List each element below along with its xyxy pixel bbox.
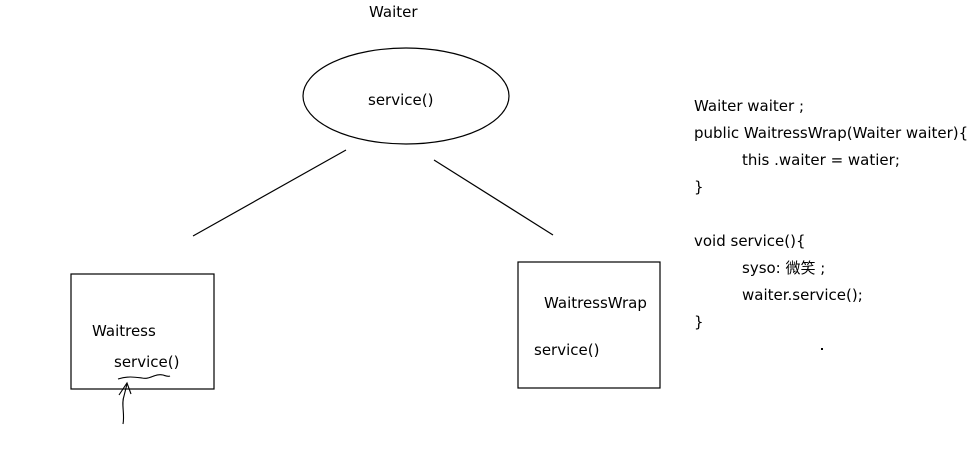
- waiter-title: Waiter: [369, 3, 418, 21]
- pointer-arrow-icon: [122, 383, 128, 425]
- waiter-ellipse: [302, 47, 510, 145]
- stray-dot: [821, 348, 823, 350]
- code-line: }: [694, 313, 704, 331]
- code-line: this .waiter = watier;: [742, 151, 900, 169]
- waitresswrap-method: service(): [534, 341, 600, 359]
- code-line: Waiter waiter ;: [694, 97, 805, 115]
- waitress-box: [70, 273, 215, 390]
- code-line: syso: 微笑 ;: [742, 259, 826, 277]
- code-line: }: [694, 178, 704, 196]
- waitress-title: Waitress: [92, 322, 156, 340]
- code-line: waiter.service();: [742, 286, 863, 304]
- code-line: void service(){: [694, 232, 806, 250]
- connector-left: [192, 149, 347, 237]
- waitresswrap-title: WaitressWrap: [544, 294, 647, 312]
- squiggle-underline: [117, 374, 171, 380]
- waiter-method: service(): [368, 91, 434, 109]
- connector-right: [433, 159, 554, 236]
- code-snippet: Waiter waiter ; public WaitressWrap(Wait…: [694, 96, 974, 339]
- waitress-method: service(): [114, 353, 180, 371]
- pointer-arrowhead: [118, 381, 132, 396]
- code-line: public WaitressWrap(Waiter waiter){: [694, 124, 969, 142]
- waitresswrap-box: [517, 261, 661, 389]
- code-line: [694, 204, 974, 231]
